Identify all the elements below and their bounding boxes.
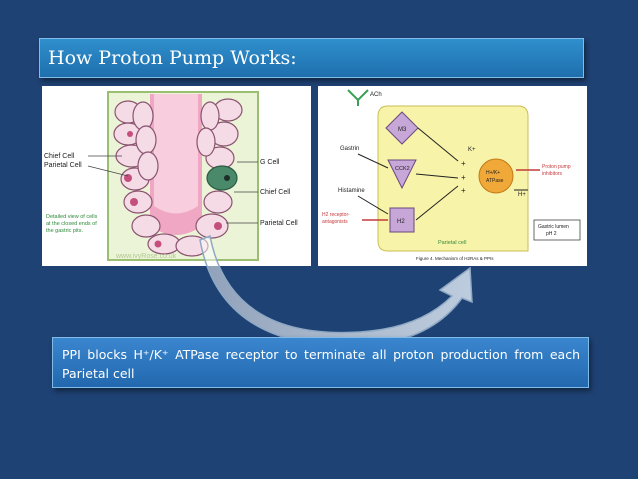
caption-box: PPI blocks H⁺/K⁺ ATPase receptor to term… [52,337,589,388]
svg-text:+: + [461,159,466,168]
svg-text:H2: H2 [397,219,405,225]
title-bar: How Proton Pump Works: [39,38,584,78]
svg-text:Parietal cell: Parietal cell [438,240,466,246]
svg-text:+: + [461,186,466,195]
label-parietal-cell: Parietal Cell [260,220,298,227]
caption-text: PPI blocks H⁺/K⁺ ATPase receptor to term… [62,347,580,381]
mechanism-svg: ACh M3 CCK2 H2 Gastrin Histamine H2 rece… [322,89,581,261]
svg-text:M3: M3 [398,127,407,133]
svg-text:Histamine: Histamine [338,188,365,194]
svg-text:K+: K+ [468,147,476,153]
svg-text:Gastrin: Gastrin [340,146,359,152]
svg-text:H+: H+ [518,192,526,198]
watermark: www.ivyRose.co.uk [115,253,177,260]
svg-text:CCK2: CCK2 [395,166,410,172]
svg-text:H+/K+: H+/K+ [486,170,500,176]
svg-text:+: + [461,173,466,182]
mechanism-diagram: ACh M3 CCK2 H2 Gastrin Histamine H2 rece… [318,86,587,266]
label-chief-cell: Chief Cell [260,189,291,196]
label-g-cell: G Cell [260,159,280,166]
svg-text:ACh: ACh [370,92,382,98]
slide-title: How Proton Pump Works: [48,47,297,69]
svg-text:Figure 4. Mechanism of H2RAs &: Figure 4. Mechanism of H2RAs & PPIs [416,256,494,261]
svg-text:ATPase: ATPase [486,178,504,184]
svg-text:H2 receptor-antagonists: H2 receptor-antagonists [322,212,350,225]
